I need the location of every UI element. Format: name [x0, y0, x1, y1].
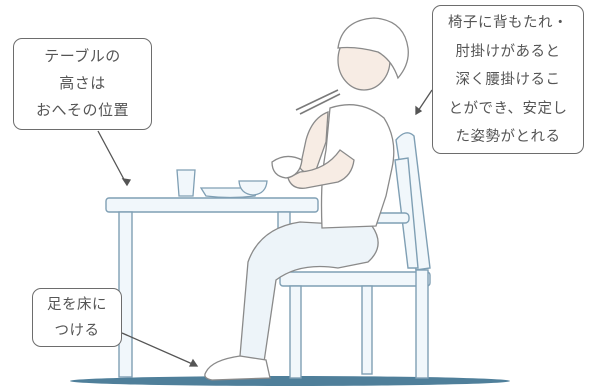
chopsticks-icon — [295, 89, 341, 115]
chair-leg-mid — [361, 285, 373, 375]
soup-bowl-icon — [238, 180, 268, 196]
pointer-table-arrow — [121, 178, 132, 187]
person — [204, 17, 409, 381]
callout-table-line-3: おへその位置 — [35, 101, 129, 119]
callout-feet-line-1: 足を床に — [47, 297, 107, 313]
callout-table-line-1: テーブルの — [44, 47, 121, 65]
pointer-table — [97, 130, 128, 186]
rice-bowl-icon — [271, 155, 303, 179]
callout-feet-on-floor: 足を床に つける — [32, 288, 122, 347]
trousers — [239, 221, 379, 363]
callout-feet-line-2: つける — [54, 323, 100, 339]
pointer-feet — [121, 332, 198, 367]
pointers — [97, 89, 433, 367]
callout-chair-line-3: 深く腰掛けるこ — [455, 72, 561, 88]
callout-chair-line-1: 椅子に背もたれ・ — [448, 15, 568, 31]
chair-leg-front — [289, 285, 302, 379]
callout-table-height: テーブルの 高さは おへその位置 — [13, 38, 152, 130]
callout-chair-posture: 椅子に背もたれ・ 肘掛けがあると 深く腰掛けるこ とができ、安定し た姿勢がとれ… — [432, 5, 584, 154]
callout-chair-line-2: 肘掛けがあると — [455, 43, 561, 60]
floor-shadow — [70, 376, 510, 386]
drinking-glass-icon — [176, 169, 196, 197]
callout-chair-line-5: た姿勢がとれる — [455, 129, 561, 145]
pointer-feet-arrow — [188, 358, 199, 367]
chair-leg-back — [415, 269, 429, 379]
hair — [337, 17, 409, 80]
pointer-chair-arrow — [415, 105, 423, 116]
shoe-front — [204, 355, 271, 381]
table-top — [105, 197, 319, 213]
chair-seat — [279, 271, 431, 287]
callout-table-line-2: 高さは — [59, 74, 106, 92]
arm-lower — [287, 149, 355, 189]
callout-chair-line-4: とができ、安定し — [448, 100, 568, 117]
